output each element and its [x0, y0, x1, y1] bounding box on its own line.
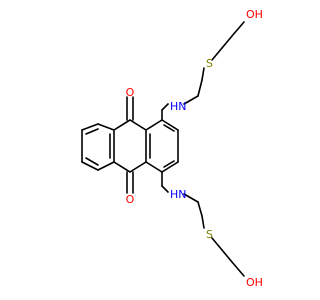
nh-top-label: HN — [170, 100, 187, 113]
hydroxyl-bottom-label: OH — [246, 276, 263, 289]
bond-lines — [81, 21, 245, 277]
sulfur-bottom-label: S — [206, 228, 213, 241]
sulfur-top-label: S — [206, 57, 213, 70]
oxygen-top-label: O — [126, 86, 135, 99]
molecule-structure-diagram: O O HN HN S S OH OH — [81, 8, 263, 289]
nh-bottom-label: HN — [170, 188, 187, 201]
oxygen-bottom-label: O — [126, 193, 135, 206]
hydroxyl-top-label: OH — [246, 8, 263, 21]
